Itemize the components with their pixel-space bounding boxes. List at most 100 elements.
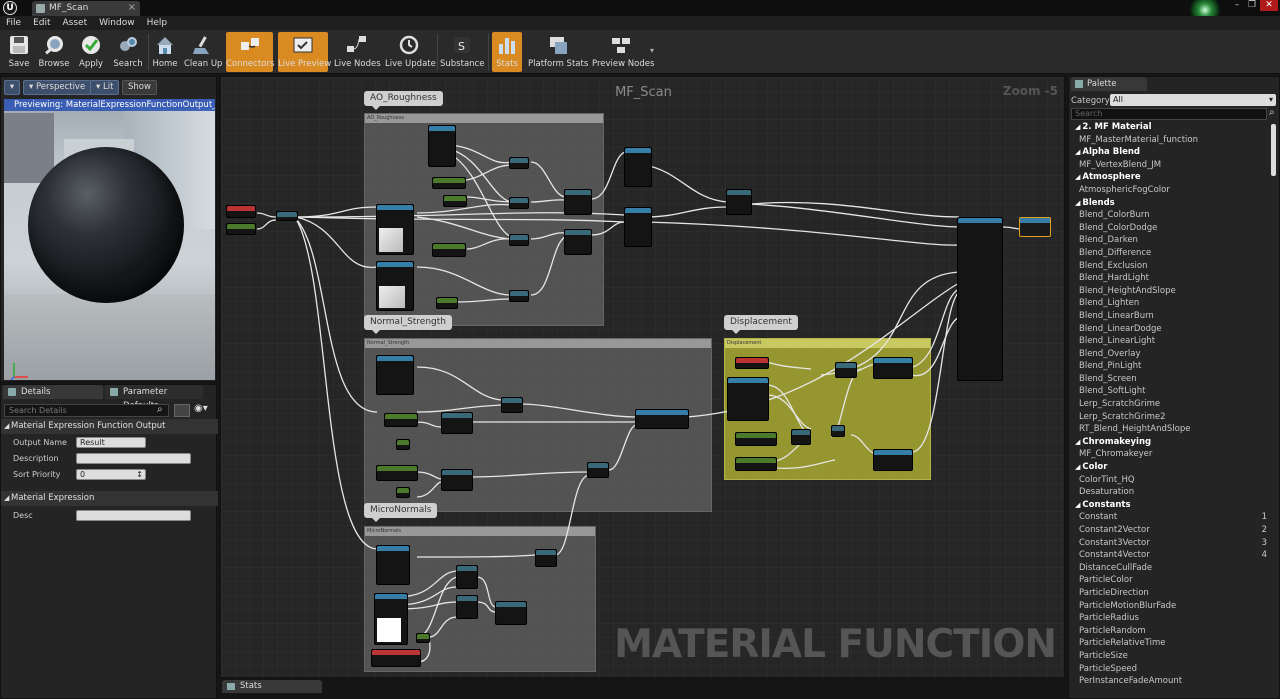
node-multiply-micro[interactable] [587, 462, 609, 478]
palette-item[interactable]: Blend_LinearLight [1069, 335, 1280, 348]
node-world-displacement[interactable] [873, 357, 913, 379]
material-preview-viewport[interactable]: Previewing: MaterialExpressionFunctionOu… [4, 99, 215, 380]
palette-category[interactable]: ◢Blends [1069, 197, 1280, 210]
palette-item[interactable]: Blend_Exclusion [1069, 260, 1280, 273]
close-icon[interactable]: × [127, 2, 136, 13]
palette-item[interactable]: Blend_SoftLight [1069, 385, 1280, 398]
node-texture-sample-normal[interactable] [376, 355, 414, 395]
node-texture-sample-detail[interactable] [624, 207, 652, 247]
node-texture-sample-ao[interactable] [428, 125, 456, 167]
comment-bubble-micronormals[interactable]: MicroNormals [364, 503, 438, 522]
node-micro-strength-param[interactable] [376, 465, 418, 481]
home-button[interactable]: Home [151, 32, 179, 72]
viewport-options-chevron-icon[interactable]: ▾ [4, 80, 20, 95]
sort-priority-field[interactable]: 0 ↕ [76, 469, 146, 480]
palette-item[interactable]: RT_Blend_HeightAndSlope [1069, 423, 1280, 436]
spinner-arrow-icon[interactable]: ↕ [136, 470, 143, 479]
view-options-eye-icon[interactable]: ◉▾ [194, 403, 208, 414]
comment-bubble-displacement[interactable]: Displacement [724, 315, 798, 334]
palette-item[interactable]: Blend_ColorDodge [1069, 222, 1280, 235]
tab-palette[interactable]: Palette [1071, 77, 1147, 91]
node-multiply-micro-uv[interactable] [535, 549, 557, 567]
palette-item[interactable]: Desaturation [1069, 486, 1280, 499]
node-roughness-param[interactable] [432, 243, 466, 257]
property-matrix-icon[interactable] [174, 404, 190, 417]
palette-item[interactable]: ParticleDirection [1069, 587, 1280, 600]
palette-item[interactable]: Lerp_ScratchGrime [1069, 398, 1280, 411]
palette-item[interactable]: ParticleColor [1069, 574, 1280, 587]
node-append-micro[interactable] [495, 601, 527, 625]
node-function-output[interactable] [1019, 217, 1051, 237]
document-tab-mf-scan[interactable]: MF_Scan × [32, 1, 140, 16]
palette-item[interactable]: ColorTint_HQ [1069, 474, 1280, 487]
node-ao-constant[interactable] [443, 195, 467, 207]
material-graph-canvas[interactable]: MF_Scan Zoom -5 AO_Roughness Normal_Stre… [220, 76, 1065, 678]
palette-item[interactable]: ParticleSize [1069, 650, 1280, 663]
menu-file[interactable]: File [6, 18, 22, 28]
show-button[interactable]: Show [122, 80, 157, 95]
comment-bubble-ao-roughness[interactable]: AO_Roughness [364, 91, 443, 110]
live-preview-button[interactable]: Live Preview [278, 32, 331, 72]
palette-item[interactable]: Blend_Difference [1069, 247, 1280, 260]
palette-item[interactable]: MF_VertexBlend_JM [1069, 159, 1280, 172]
preview-nodes-button[interactable]: Preview Nodes [592, 32, 654, 72]
perspective-button[interactable]: ▾ Perspective [23, 80, 92, 95]
node-texture-sample-roughness[interactable] [376, 204, 414, 255]
node-mask-b[interactable] [456, 595, 478, 619]
description-field[interactable] [76, 453, 191, 464]
palette-item[interactable]: Blend_Darken [1069, 234, 1280, 247]
palette-item[interactable]: DistanceCullFade [1069, 562, 1280, 575]
node-append-vector-a[interactable] [441, 412, 473, 434]
node-texture-sample-disp[interactable] [727, 377, 769, 421]
palette-item[interactable]: Blend_Lighten [1069, 297, 1280, 310]
node-displacement-param[interactable] [735, 357, 769, 369]
lit-button[interactable]: ▾ Lit [90, 80, 120, 95]
palette-category[interactable]: ◢Alpha Blend [1069, 146, 1280, 159]
node-blend-angle-corrected-normals[interactable] [635, 409, 689, 429]
tab-parameter-defaults[interactable]: Parameter Defaults [105, 385, 203, 411]
connectors-button[interactable]: Connectors [226, 32, 274, 72]
palette-item[interactable]: ParticleRadius [1069, 612, 1280, 625]
browse-button[interactable]: Browse [37, 32, 71, 72]
palette-category[interactable]: ◢2. MF Material [1069, 121, 1280, 134]
palette-item[interactable]: Blend_LinearDodge [1069, 323, 1280, 336]
details-search-input[interactable]: Search Details [4, 404, 169, 417]
platform-stats-button[interactable]: Platform Stats [528, 32, 588, 72]
node-texcoord[interactable] [226, 205, 256, 218]
palette-item[interactable]: AtmosphericFogColor [1069, 184, 1280, 197]
palette-category[interactable]: ◢Constants [1069, 499, 1280, 512]
node-scalar-constant[interactable] [436, 297, 458, 309]
palette-item[interactable]: Blend_PinLight [1069, 360, 1280, 373]
tab-details[interactable]: Details [3, 385, 103, 399]
node-normal-strength-param[interactable] [384, 413, 418, 427]
maximize-button[interactable]: ❐ [1247, 0, 1257, 10]
menu-asset[interactable]: Asset [62, 18, 88, 28]
palette-item[interactable]: Blend_LinearBurn [1069, 310, 1280, 323]
menu-edit[interactable]: Edit [33, 18, 51, 28]
substance-button[interactable]: S Substance [440, 32, 484, 72]
palette-item[interactable]: Blend_HardLight [1069, 272, 1280, 285]
node-texture-sample-micro[interactable] [376, 545, 410, 585]
palette-item[interactable]: ParticleSpeed [1069, 663, 1280, 676]
live-update-button[interactable]: Live Update [385, 32, 436, 72]
node-multiply-d[interactable] [509, 290, 529, 302]
section-material-expression-function-output[interactable]: ◢ Material Expression Function Output [1, 419, 218, 434]
palette-scrollbar[interactable] [1271, 124, 1276, 176]
node-lerp-a[interactable] [564, 189, 592, 215]
node-multiply-uv[interactable] [276, 211, 298, 221]
node-constant-c[interactable] [416, 633, 430, 643]
node-multiply-disp[interactable] [791, 429, 811, 445]
node-make-material-attributes[interactable] [957, 217, 1003, 381]
search-button[interactable]: Search [112, 32, 144, 72]
node-texture-sample-tiling[interactable] [374, 593, 408, 645]
node-tiling-scalar[interactable] [226, 223, 256, 235]
comment-bubble-normal-strength[interactable]: Normal_Strength [364, 315, 452, 334]
palette-category[interactable]: ◢Chromakeying [1069, 436, 1280, 449]
palette-category[interactable]: ◢Atmosphere [1069, 171, 1280, 184]
node-ao-strength-param[interactable] [432, 177, 466, 189]
palette-item[interactable]: Blend_HeightAndSlope [1069, 285, 1280, 298]
node-multiply-c[interactable] [509, 234, 529, 246]
